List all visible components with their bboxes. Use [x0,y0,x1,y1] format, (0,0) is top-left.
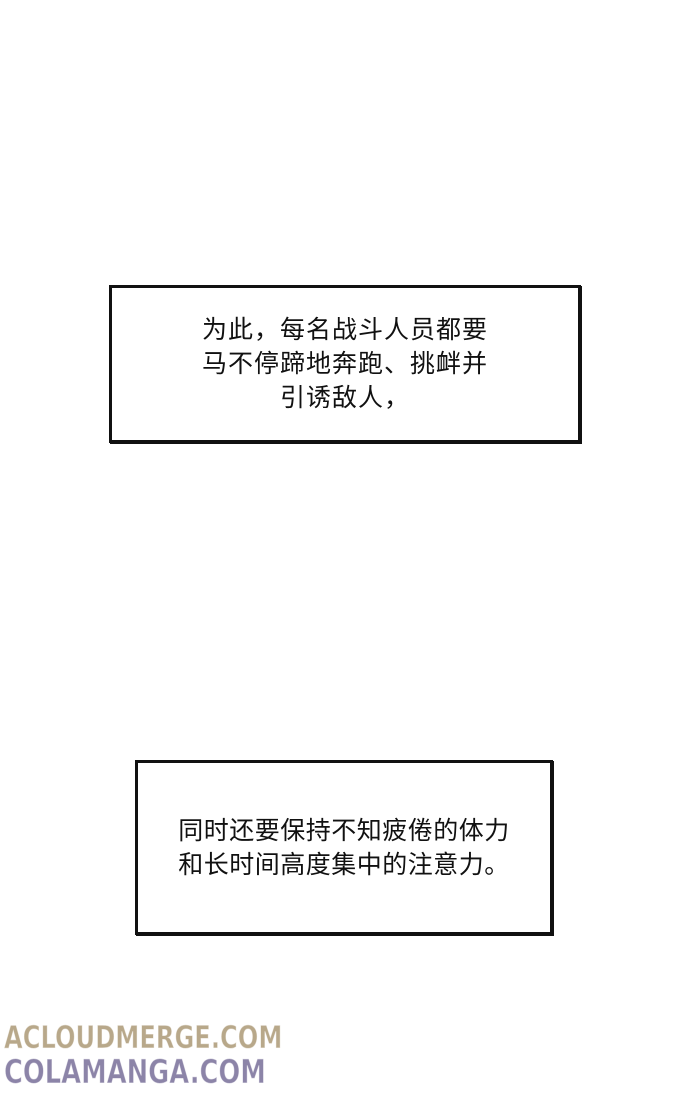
caption-1-line-2: 马不停蹄地奔跑、挑衅并 [201,349,488,378]
caption-1-line-1: 为此，每名战斗人员都要 [201,315,488,344]
caption-box-1: 为此，每名战斗人员都要 马不停蹄地奔跑、挑衅并 引诱敌人， [109,285,581,443]
watermark-acloudmerge: ACLOUDMERGE.COM [4,1020,283,1057]
watermark-colamanga: COLAMANGA.COM [4,1052,267,1092]
caption-2-line-2: 和长时间高度集中的注意力。 [178,849,510,879]
caption-2-line-1: 同时还要保持不知疲倦的体力 [178,815,510,845]
caption-box-2: 同时还要保持不知疲倦的体力 和长时间高度集中的注意力。 [135,760,553,935]
caption-1-line-3: 引诱敌人， [279,383,410,412]
